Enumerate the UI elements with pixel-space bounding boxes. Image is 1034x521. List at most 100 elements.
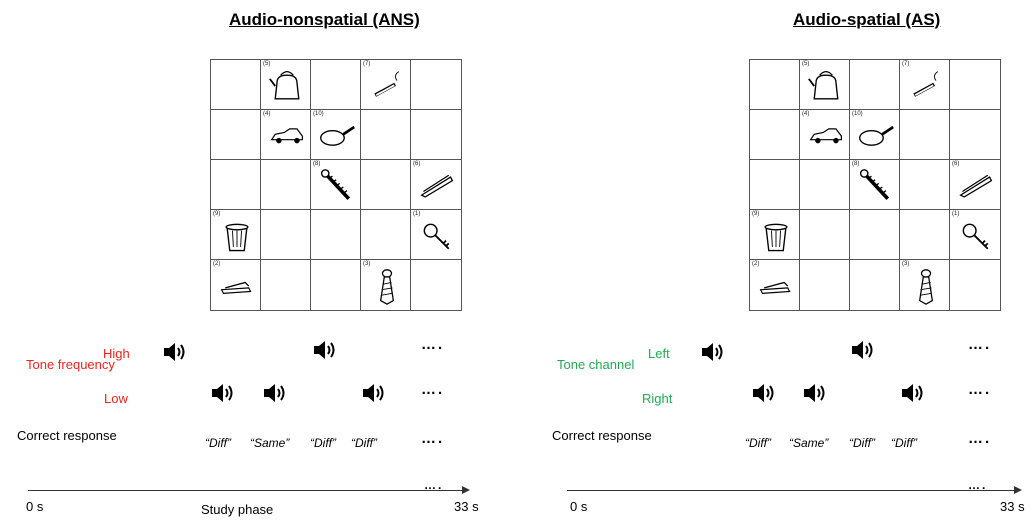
ellipsis: …. bbox=[421, 336, 445, 353]
item-number: (10) bbox=[852, 111, 863, 117]
grid-cell bbox=[311, 60, 361, 110]
phase-label: Study phase bbox=[201, 502, 274, 517]
grid-cell bbox=[411, 110, 461, 160]
grid-cell: (10) bbox=[850, 110, 900, 160]
grid-cell bbox=[900, 210, 950, 260]
grid-cell bbox=[211, 110, 261, 160]
nail-clipper-icon bbox=[420, 174, 454, 198]
grid-cell bbox=[950, 60, 1000, 110]
grid-cell bbox=[361, 210, 411, 260]
grid-cell: (8) bbox=[850, 160, 900, 210]
car-icon bbox=[810, 128, 842, 144]
kettle-icon bbox=[268, 70, 300, 100]
car-icon bbox=[271, 128, 303, 144]
speaker-icon bbox=[901, 383, 923, 403]
item-number: (4) bbox=[802, 111, 810, 117]
grid-cell bbox=[950, 110, 1000, 160]
timeline-axis bbox=[28, 490, 463, 491]
arrow-icon bbox=[462, 486, 470, 494]
grid-cell bbox=[261, 160, 311, 210]
item-number: (7) bbox=[902, 61, 910, 67]
stapler-icon bbox=[220, 281, 252, 294]
trash-can-icon bbox=[764, 223, 788, 252]
grid-cell: (2) bbox=[211, 260, 261, 310]
row-label-high: High bbox=[103, 346, 130, 361]
time-end: 33 s bbox=[1000, 499, 1025, 514]
panel-title: Audio-nonspatial (ANS) bbox=[229, 10, 420, 29]
grid-cell bbox=[850, 210, 900, 260]
kettle-icon bbox=[807, 70, 839, 100]
grid-cell: (10) bbox=[311, 110, 361, 160]
grid-cell: (4) bbox=[261, 110, 311, 160]
speaker-icon bbox=[263, 383, 285, 403]
item-number: (2) bbox=[752, 261, 760, 267]
ellipsis: …. bbox=[968, 478, 988, 492]
grid-cell: (1) bbox=[411, 210, 461, 260]
arrow-icon bbox=[1014, 486, 1022, 494]
item-number: (1) bbox=[413, 211, 421, 217]
grid-cell: (6) bbox=[950, 160, 1000, 210]
row-label-left: Left bbox=[648, 346, 670, 361]
speaker-icon bbox=[163, 342, 185, 362]
ellipsis: …. bbox=[968, 381, 992, 398]
grid-cell bbox=[311, 210, 361, 260]
item-number: (4) bbox=[263, 111, 271, 117]
ellipsis: …. bbox=[424, 478, 444, 492]
item-number: (5) bbox=[263, 61, 271, 67]
item-number: (1) bbox=[952, 211, 960, 217]
grid-cell bbox=[800, 160, 850, 210]
ellipsis: …. bbox=[968, 336, 992, 353]
grid-cell bbox=[850, 60, 900, 110]
grid-cell: (5) bbox=[800, 60, 850, 110]
item-number: (6) bbox=[413, 161, 421, 167]
grid-cell bbox=[311, 260, 361, 310]
speaker-icon bbox=[701, 342, 723, 362]
grid-cell: (3) bbox=[900, 260, 950, 310]
key-icon bbox=[423, 223, 450, 250]
grid-cell bbox=[211, 60, 261, 110]
grid-cell bbox=[800, 210, 850, 260]
response-text: “Diff” bbox=[351, 436, 377, 450]
item-number: (8) bbox=[313, 161, 321, 167]
object-grid: (5)(7)(4)(10)(8)(6)(9)(1)(2)(3) bbox=[210, 59, 462, 311]
speaker-icon bbox=[362, 383, 384, 403]
speaker-icon bbox=[211, 383, 233, 403]
grid-cell: (7) bbox=[900, 60, 950, 110]
response-text: “Same” bbox=[250, 436, 290, 450]
grid-cell bbox=[750, 110, 800, 160]
item-number: (3) bbox=[363, 261, 371, 267]
grid-cell bbox=[900, 110, 950, 160]
frying-pan-icon bbox=[319, 125, 356, 147]
cigarette-icon bbox=[373, 69, 401, 97]
speaker-icon bbox=[313, 340, 335, 360]
item-number: (10) bbox=[313, 111, 324, 117]
grid-cell: (6) bbox=[411, 160, 461, 210]
frying-pan-icon bbox=[858, 125, 895, 147]
key-icon bbox=[962, 223, 989, 250]
grid-cell bbox=[411, 60, 461, 110]
time-start: 0 s bbox=[570, 499, 588, 514]
nail-clipper-icon bbox=[959, 174, 993, 198]
time-end: 33 s bbox=[454, 499, 479, 514]
item-number: (9) bbox=[213, 211, 221, 217]
response-text: “Diff” bbox=[849, 436, 875, 450]
item-number: (8) bbox=[852, 161, 860, 167]
grid-cell bbox=[361, 110, 411, 160]
screw-icon bbox=[858, 168, 890, 201]
necktie-icon bbox=[919, 269, 933, 305]
grid-cell bbox=[411, 260, 461, 310]
response-text: “Same” bbox=[789, 436, 829, 450]
timeline-axis bbox=[567, 490, 1015, 491]
grid-cell bbox=[800, 260, 850, 310]
grid-cell bbox=[361, 160, 411, 210]
grid-cell: (1) bbox=[950, 210, 1000, 260]
row-label-low: Low bbox=[104, 391, 128, 406]
response-text: “Diff” bbox=[745, 436, 771, 450]
response-text: “Diff” bbox=[310, 436, 336, 450]
condition-label: Tone frequency bbox=[26, 357, 115, 372]
cigarette-icon bbox=[912, 69, 940, 97]
screw-icon bbox=[319, 168, 351, 201]
ellipsis: …. bbox=[421, 430, 445, 447]
response-text: “Diff” bbox=[891, 436, 917, 450]
grid-cell bbox=[750, 60, 800, 110]
